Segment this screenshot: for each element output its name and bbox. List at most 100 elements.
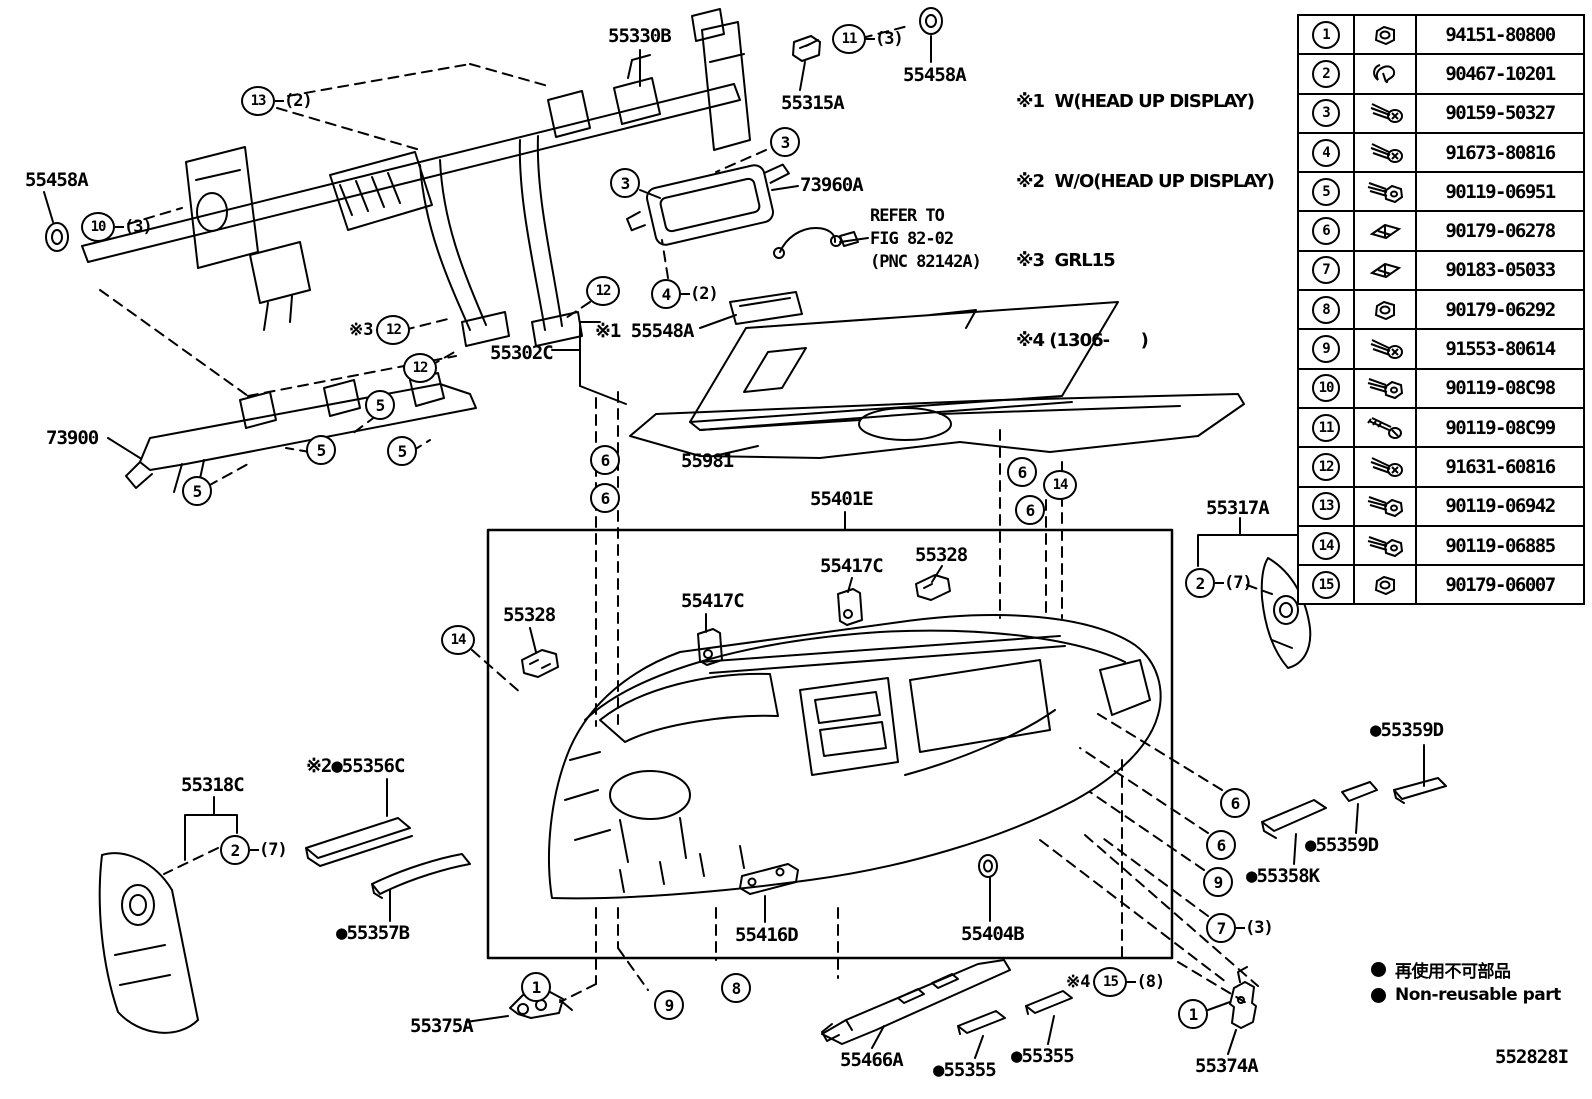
- part-number: 90119-06942: [1445, 495, 1556, 518]
- callout-12-a[interactable]: 12: [586, 276, 620, 306]
- callout-10[interactable]: 10(3): [81, 212, 153, 242]
- callout-3-b[interactable]: 3: [770, 127, 800, 157]
- part-label-55359d-top[interactable]: ●55359D: [1370, 719, 1444, 741]
- callout-1-b[interactable]: 1: [1178, 999, 1208, 1029]
- part-number: 91631-60816: [1445, 455, 1556, 478]
- part-label-55374a[interactable]: 55374A: [1195, 1055, 1259, 1077]
- part-label-55330b[interactable]: 55330B: [608, 25, 672, 47]
- parts-table-row[interactable]: 15 90179-06007: [1299, 566, 1583, 604]
- callout-8[interactable]: 8: [721, 973, 751, 1003]
- callout-5-a[interactable]: 5: [365, 390, 395, 420]
- bolt-icon: [1364, 493, 1406, 519]
- instrument-panel-drawing: [549, 615, 1161, 898]
- nut-icon: [1364, 572, 1406, 598]
- screw-icon: [1364, 140, 1406, 166]
- part-label-55318c[interactable]: 55318C: [181, 774, 245, 796]
- part-label-55355-right[interactable]: ●55355: [1011, 1045, 1075, 1067]
- callout-1-a[interactable]: 1: [521, 972, 551, 1002]
- screw-icon: [1364, 336, 1406, 362]
- callout-6-f[interactable]: 6: [1206, 830, 1236, 860]
- part-label-55375a[interactable]: 55375A: [410, 1015, 474, 1037]
- part-label-55328-right[interactable]: 55328: [915, 544, 968, 566]
- part-label-55404b[interactable]: 55404B: [961, 923, 1025, 945]
- clip-nut-icon: [1364, 218, 1406, 244]
- part-label-55356c[interactable]: ※2●55356C: [306, 755, 405, 777]
- callout-3-a[interactable]: 3: [610, 168, 640, 198]
- part-label-55416d[interactable]: 55416D: [735, 924, 799, 946]
- callout-ref: 15: [1312, 570, 1340, 599]
- part-label-55466a[interactable]: 55466A: [840, 1049, 904, 1071]
- legend-jp: 再使用不可部品: [1395, 961, 1511, 982]
- part-label-55317a[interactable]: 55317A: [1206, 497, 1270, 519]
- part-number: 90119-06951: [1445, 180, 1556, 203]
- part-label-55417c-right[interactable]: 55417C: [820, 555, 884, 577]
- callout-ref: 2: [1312, 59, 1340, 88]
- part-label-55417c-left[interactable]: 55417C: [681, 590, 745, 612]
- part-label-55548a[interactable]: ※1 55548A: [595, 320, 694, 342]
- callout-6-b[interactable]: 6: [590, 483, 620, 513]
- parts-table-row[interactable]: 5 90119-06951: [1299, 173, 1583, 213]
- callout-ref: 1: [1312, 20, 1340, 49]
- callout-ref: 7: [1312, 256, 1340, 285]
- part-label-55458a-left[interactable]: 55458A: [25, 169, 89, 191]
- callout-9-b[interactable]: 9: [1203, 867, 1233, 897]
- non-reusable-legend: 再使用不可部品 Non-reusable part: [1371, 956, 1561, 1008]
- part-number: 90179-06007: [1445, 573, 1556, 596]
- part-label-55981[interactable]: 55981: [681, 450, 734, 472]
- part-label-55358k[interactable]: ●55358K: [1246, 865, 1320, 887]
- callout-5-b[interactable]: 5: [306, 435, 336, 465]
- callout-14-a[interactable]: 14: [1043, 470, 1077, 500]
- callout-6-a[interactable]: 6: [590, 445, 620, 475]
- part-label-55357b[interactable]: ●55357B: [336, 922, 410, 944]
- callout-5-d[interactable]: 5: [182, 476, 212, 506]
- part-number: 90179-06292: [1445, 298, 1556, 321]
- screw-icon: [1364, 100, 1406, 126]
- nut-icon: [1364, 297, 1406, 323]
- callout-4[interactable]: 4(2): [651, 279, 719, 309]
- callout-2-a[interactable]: 2(7): [220, 835, 288, 865]
- callout-7[interactable]: 7(3): [1206, 913, 1274, 943]
- callout-ref: 5: [1312, 177, 1340, 206]
- part-number: 91553-80614: [1445, 338, 1556, 361]
- callout-5-c[interactable]: 5: [387, 436, 417, 466]
- callout-6-d[interactable]: 6: [1015, 495, 1045, 525]
- airbag-73960a-drawing: [622, 158, 858, 258]
- non-reusable-dot-icon: [1371, 987, 1386, 1003]
- callout-14-b[interactable]: 14: [441, 625, 475, 655]
- part-label-55355-left[interactable]: ●55355: [933, 1059, 997, 1081]
- callout-6-c[interactable]: 6: [1007, 457, 1037, 487]
- part-label-55315a[interactable]: 55315A: [781, 92, 845, 114]
- part-label-55401e[interactable]: 55401E: [810, 488, 874, 510]
- part-label-55328-left[interactable]: 55328: [503, 604, 556, 626]
- callout-11[interactable]: 11(3): [832, 24, 904, 54]
- part-label-55359d-mid[interactable]: ●55359D: [1305, 834, 1379, 856]
- callout-13[interactable]: 13(2): [241, 86, 313, 116]
- part-label-73900[interactable]: 73900: [46, 427, 99, 449]
- callout-9-a[interactable]: 9: [654, 990, 684, 1020]
- callout-2-b[interactable]: 2(7): [1185, 568, 1253, 598]
- bolt-icon: [1364, 375, 1406, 401]
- part-label-73960a[interactable]: 73960A: [800, 174, 864, 196]
- part-label-55302c[interactable]: 55302C: [490, 342, 554, 364]
- callout-6-e[interactable]: 6: [1220, 788, 1250, 818]
- callout-12-c[interactable]: 12: [403, 353, 437, 383]
- part-label-55458a-top[interactable]: 55458A: [903, 64, 967, 86]
- nut-icon: [1364, 22, 1406, 48]
